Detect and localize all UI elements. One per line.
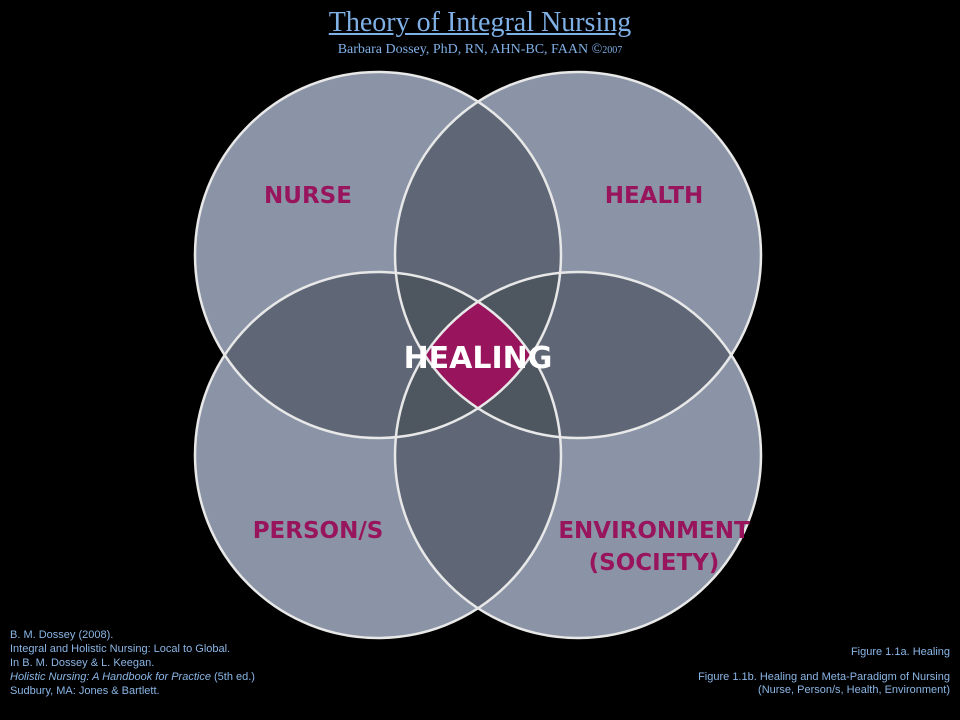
author-name: Barbara Dossey, PhD, RN, AHN-BC, FAAN © [337,42,603,57]
citation-line: Holistic Nursing: A Handbook for Practic… [10,670,255,684]
citation-line: B. M. Dossey (2008). [10,629,114,641]
citation: B. M. Dossey (2008). Integral and Holist… [10,628,255,698]
outline-persons [193,270,563,640]
citation-line: Integral and Holistic Nursing: Local to … [10,643,231,655]
healing-center-fill [395,272,561,438]
author-credit: Barbara Dossey, PhD, RN, AHN-BC, FAAN ©2… [0,42,960,58]
figure-caption-b-detail: (Nurse, Person/s, Health, Environment) [758,684,950,696]
label-environment-line2: (SOCIETY) [589,550,720,576]
page-title[interactable]: Theory of Integral Nursing [328,7,632,38]
center-overlap [395,272,561,438]
circle-outlines [193,70,763,640]
figure-caption-b: Figure 1.1b. Healing and Meta-Paradigm o… [698,671,950,683]
label-environment-line1: ENVIRONMENT [558,518,750,544]
outline-nurse [193,70,563,440]
figure-caption-a: Figure 1.1a. Healing [850,646,950,658]
outline-health [393,70,763,440]
citation-line: Sudbury, MA: Jones & Bartlett. [10,685,160,697]
label-healing: HEALING [404,341,553,376]
book-edition: (5th ed.) [210,671,255,683]
book-title: Holistic Nursing: A Handbook for Practic… [10,671,211,683]
outline-environment [393,270,763,640]
figure-captions: Figure 1.1a. Healing Figure 1.1b. Healin… [698,646,950,697]
label-persons: PERSON/S [253,518,384,544]
citation-line: In B. M. Dossey & L. Keegan. [10,657,155,669]
label-health: HEALTH [605,183,704,209]
title-block: Theory of Integral Nursing Barbara Dosse… [0,6,960,58]
label-nurse: NURSE [264,183,352,209]
copyright-year: 2007 [602,45,623,56]
